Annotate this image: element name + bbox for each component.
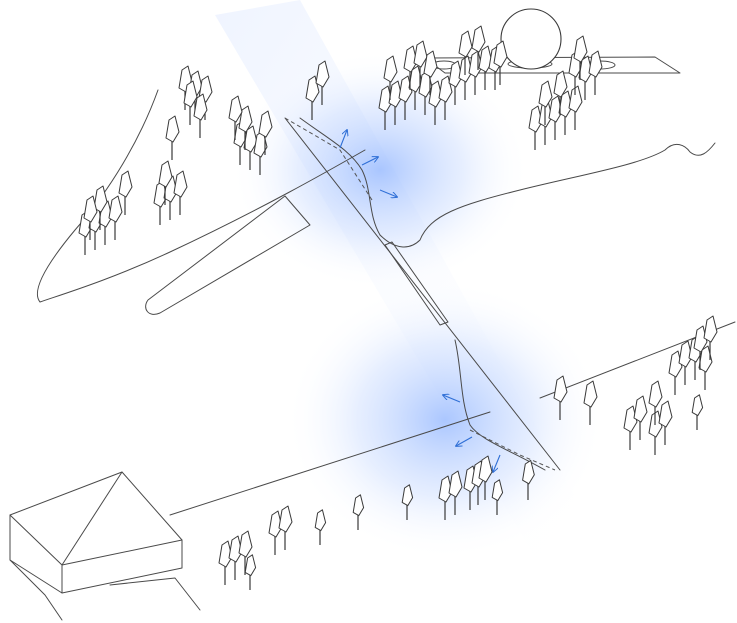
- tree: [219, 541, 232, 585]
- tree: [659, 401, 672, 445]
- tree: [315, 510, 325, 545]
- tree: [245, 555, 255, 590]
- tree: [109, 196, 122, 240]
- tree: [166, 116, 179, 160]
- building: [10, 472, 182, 620]
- tree: [529, 106, 542, 150]
- tree: [269, 511, 282, 555]
- building-path: [110, 578, 200, 610]
- tree: [679, 341, 692, 385]
- tree: [634, 396, 647, 440]
- tree: [229, 536, 242, 580]
- tree: [279, 506, 292, 550]
- tree: [559, 91, 572, 135]
- tree: [174, 171, 187, 215]
- tree: [692, 395, 702, 430]
